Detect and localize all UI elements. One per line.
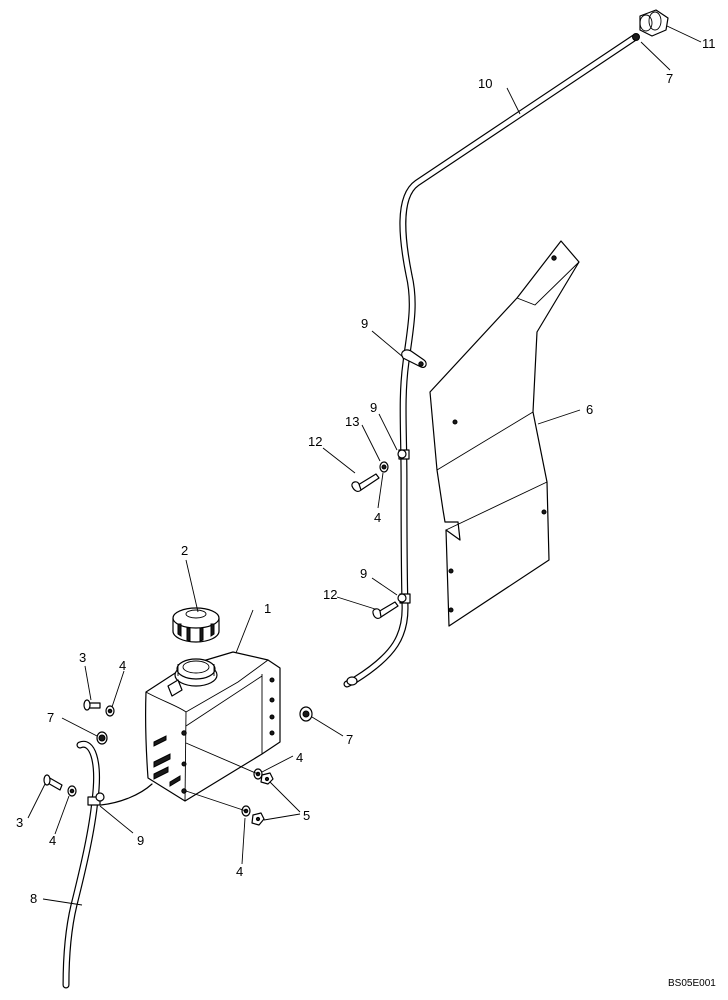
callout-13: 13 <box>345 414 359 429</box>
coolant-reservoir <box>145 651 281 802</box>
reservoir-cap <box>172 607 220 643</box>
washer-4-upper <box>105 705 115 717</box>
callout-9-upper: 9 <box>361 316 368 331</box>
nut-5-upper <box>260 772 274 785</box>
vent-filter <box>632 9 669 41</box>
vent-hose <box>343 34 638 688</box>
callouts: 1 2 3 4 7 3 4 9 8 7 4 5 4 6 10 7 11 9 9 … <box>16 36 716 906</box>
callout-4-middle: 4 <box>374 510 381 525</box>
bolt-axis-lower <box>185 790 247 812</box>
callout-8: 8 <box>30 891 37 906</box>
clamp-7-left <box>96 731 108 745</box>
leader-lines <box>27 25 702 906</box>
callout-6: 6 <box>586 402 593 417</box>
callout-5: 5 <box>303 808 310 823</box>
callout-11: 11 <box>702 36 716 51</box>
callout-10: 10 <box>478 76 492 91</box>
hose-clip-lower <box>397 593 411 604</box>
callout-1: 1 <box>264 601 271 616</box>
screw-3-lower <box>43 774 63 791</box>
clamp-7-right <box>299 706 313 722</box>
callout-4-bottom: 4 <box>236 864 243 879</box>
callout-9-overflow: 9 <box>137 833 144 848</box>
callout-4-upper: 4 <box>119 658 126 673</box>
washer-13 <box>379 461 389 473</box>
hose-clip-middle <box>397 449 410 460</box>
nut-5-lower <box>251 812 265 826</box>
washer-4-lower <box>67 785 77 797</box>
callout-9-middle: 9 <box>370 400 377 415</box>
callout-7-top: 7 <box>666 71 673 86</box>
callout-12-upper: 12 <box>308 434 322 449</box>
screw-upper <box>351 473 380 492</box>
screw-3-upper <box>83 699 101 711</box>
drawing-code: BS05E001 <box>668 978 716 989</box>
overflow-hose <box>62 740 153 989</box>
callout-4-lower: 4 <box>49 833 56 848</box>
callout-3-lower: 3 <box>16 815 23 830</box>
bolt-axis-upper <box>185 742 259 775</box>
callout-12-lower: 12 <box>323 587 337 602</box>
callout-7-left: 7 <box>47 710 54 725</box>
callout-9-lower: 9 <box>360 566 367 581</box>
callout-7-right: 7 <box>346 732 353 747</box>
shield-plate <box>429 240 580 627</box>
callout-4-right: 4 <box>296 750 303 765</box>
callout-3-upper: 3 <box>79 650 86 665</box>
screw-lower <box>372 601 399 619</box>
hose-clip-overflow <box>87 792 105 806</box>
hose-clip-upper <box>401 349 427 368</box>
callout-2: 2 <box>181 543 188 558</box>
